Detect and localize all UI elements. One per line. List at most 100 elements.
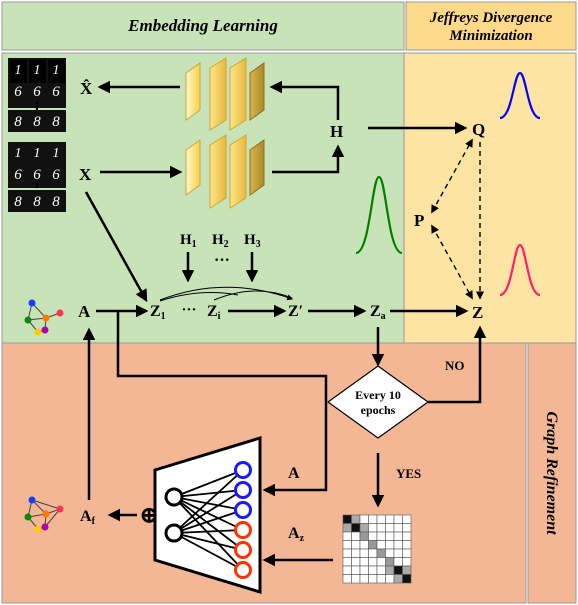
matrix-cell	[342, 565, 352, 575]
matrix-cell	[368, 565, 378, 575]
matrix-cell	[342, 548, 352, 558]
a-mid-label: A	[288, 465, 300, 482]
h-label: H	[330, 122, 343, 141]
matrix-cell	[368, 514, 378, 524]
network-edge	[173, 529, 244, 534]
refinement-side-panel	[527, 342, 577, 604]
yes-label: YES	[396, 466, 421, 481]
matrix-cell	[351, 523, 361, 533]
matrix-cell	[402, 548, 412, 558]
no-label: NO	[445, 358, 465, 373]
z-prime-label: Z′	[288, 303, 303, 320]
arrow-x-to-z1	[84, 191, 148, 303]
a-label: A	[78, 302, 91, 321]
svg-text:1: 1	[34, 146, 41, 161]
arrow-h-to-decoder	[269, 80, 340, 120]
zi-label: Zi	[207, 303, 221, 322]
svg-text:8: 8	[14, 114, 22, 130]
embedding-header: Embedding Learning	[127, 16, 278, 35]
skip-arc-1	[159, 286, 294, 301]
arrow-a-to-network	[116, 311, 328, 497]
network-edge	[173, 532, 244, 551]
network-edge	[173, 496, 244, 531]
matrix-cell	[393, 523, 403, 533]
matrix-cell	[368, 548, 378, 558]
h2-label: H2	[212, 232, 229, 250]
matrix-cell	[351, 540, 361, 550]
matrix-cell	[385, 523, 395, 533]
matrix-cell	[402, 540, 412, 550]
svg-text:1: 1	[15, 63, 22, 78]
arrow-no-to-z	[428, 325, 487, 404]
matrix-cell	[393, 557, 403, 567]
skip-arc-2	[213, 290, 293, 301]
svg-text:1: 1	[34, 63, 41, 78]
svg-text:1: 1	[53, 146, 60, 161]
network-edge	[173, 509, 244, 534]
z1-label: Z1	[150, 303, 166, 322]
arrow-encoder-to-h	[272, 144, 345, 174]
matrix-cell	[368, 523, 378, 533]
matrix-cell	[385, 557, 395, 567]
matrix-cell	[342, 514, 352, 524]
x-hat-label: X̂	[80, 79, 93, 98]
matrix-cell	[376, 574, 386, 584]
matrix-cell	[376, 548, 386, 558]
skip-arc-3	[159, 292, 239, 302]
z-label: Z	[472, 303, 483, 322]
matrix-cell	[359, 548, 369, 558]
matrix-cell	[385, 548, 395, 558]
matrix-cell	[393, 514, 403, 524]
jeffreys-header-box	[405, 1, 577, 51]
x-label: X	[79, 165, 92, 184]
refinement-panel	[1, 342, 527, 604]
network-edge	[173, 469, 244, 534]
distribution-p-curve	[355, 175, 403, 255]
za-label: Za	[370, 303, 386, 322]
matrix-cell	[402, 514, 412, 524]
fusion-network	[153, 435, 262, 595]
network-edge	[173, 469, 244, 498]
matrix-cell	[368, 540, 378, 550]
h3-label: H3	[244, 232, 261, 250]
graph-icon-input	[24, 299, 64, 336]
svg-text:8: 8	[52, 114, 60, 130]
p-label: P	[414, 211, 424, 230]
matrix-cell	[393, 565, 403, 575]
svg-text:1: 1	[15, 146, 22, 161]
svg-text:8: 8	[33, 194, 41, 210]
svg-text:6: 6	[14, 167, 22, 183]
distribution-z-curve	[499, 243, 541, 297]
matrix-cell	[351, 557, 361, 567]
network-edge	[173, 489, 244, 534]
az-label: Az	[288, 525, 305, 544]
embedding-header-box	[1, 1, 405, 51]
matrix-cell	[393, 540, 403, 550]
svg-text:6: 6	[14, 84, 22, 100]
svg-text:6: 6	[33, 167, 41, 183]
matrix-cell	[376, 565, 386, 575]
matrix-cell	[351, 574, 361, 584]
decision-diamond	[326, 365, 430, 439]
matrix-cell	[385, 514, 395, 524]
matrix-cell	[342, 557, 352, 567]
digit-grid-reconstructed: 1 1 1 6 6 6 8 8 8	[8, 58, 66, 132]
matrix-cell	[393, 531, 403, 541]
matrix-cell	[402, 574, 412, 584]
decision-line1: Every 10	[355, 388, 401, 402]
matrix-cell	[376, 540, 386, 550]
network-edge	[173, 532, 244, 571]
matrix-cell	[359, 514, 369, 524]
matrix-cell	[402, 523, 412, 533]
network-edge	[173, 496, 244, 571]
matrix-cell	[376, 557, 386, 567]
matrix-cell	[393, 548, 403, 558]
svg-text:6: 6	[52, 84, 60, 100]
dashed-p-q	[431, 138, 473, 214]
matrix-cell	[402, 531, 412, 541]
decoder-layers	[185, 57, 265, 131]
network-edge	[173, 496, 244, 551]
h1-label: H1	[180, 232, 197, 250]
matrix-cell	[351, 548, 361, 558]
